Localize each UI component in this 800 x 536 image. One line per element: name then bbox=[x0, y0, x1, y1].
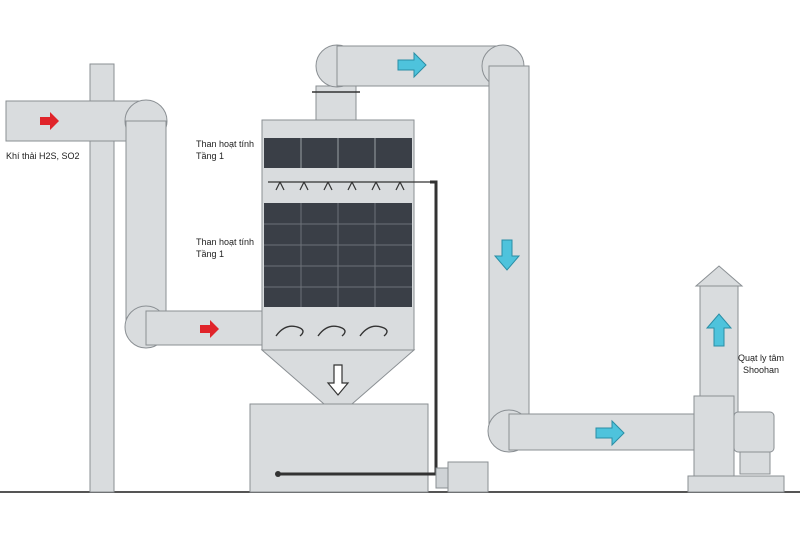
cyan-flow-arrow bbox=[397, 51, 427, 79]
spray-nozzle bbox=[268, 181, 430, 191]
down-outline-arrow bbox=[326, 364, 350, 396]
cyan-flow-arrow bbox=[595, 419, 625, 447]
fan-base bbox=[687, 475, 785, 493]
fan-motor bbox=[733, 411, 775, 453]
pump bbox=[435, 461, 489, 493]
cyan-flow-arrow bbox=[493, 239, 521, 271]
red-flow-arrow bbox=[200, 320, 219, 338]
inlet-gas-label: Khí thải H2S, SO2 bbox=[6, 151, 80, 161]
down-duct bbox=[125, 120, 167, 328]
cyan-flow-arrow bbox=[705, 313, 733, 347]
red-flow-arrow bbox=[40, 112, 59, 130]
inlet-duct bbox=[5, 100, 147, 142]
tower-neck bbox=[315, 85, 357, 121]
stack-cap bbox=[694, 265, 744, 287]
fan-label: Quạt ly tâm Shoohan bbox=[738, 353, 785, 375]
carbon-layer-bottom-label: Than hoạt tính Tầng 1 bbox=[196, 237, 255, 259]
recirculation-pipe bbox=[278, 180, 438, 476]
fan-housing bbox=[693, 395, 735, 477]
carbon-layer-bottom bbox=[264, 203, 412, 307]
carbon-layer-top-label: Than hoạt tính Tầng 1 bbox=[196, 139, 255, 161]
base-box bbox=[249, 403, 429, 493]
swirl-arrow bbox=[275, 325, 388, 337]
carbon-layer-top bbox=[264, 138, 412, 168]
top-duct bbox=[336, 45, 504, 87]
